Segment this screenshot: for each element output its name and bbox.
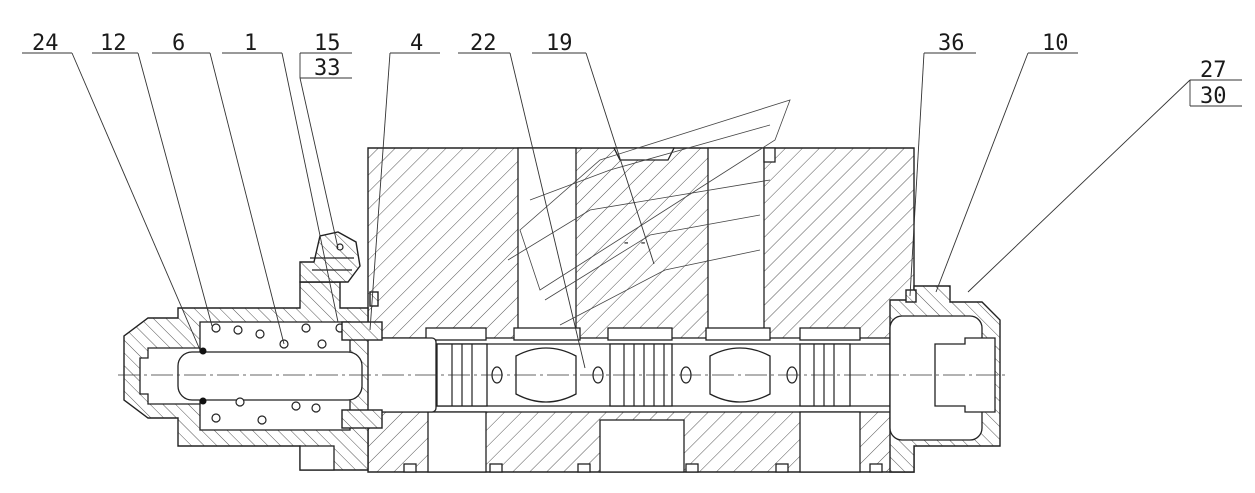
valve-body bbox=[355, 147, 915, 473]
callout-4: 4 bbox=[410, 31, 423, 56]
construction-lines: - - bbox=[507, 99, 791, 326]
callout-labels: 24 12 6 1 15 33 4 22 19 36 10 27 30 bbox=[32, 31, 1227, 109]
spool bbox=[355, 337, 936, 413]
callout-33: 33 bbox=[314, 56, 341, 81]
leader-lines bbox=[22, 52, 1242, 369]
callout-27: 27 bbox=[1200, 58, 1227, 83]
callout-30: 30 bbox=[1200, 84, 1227, 109]
left-spring-housing bbox=[123, 231, 383, 471]
callout-24: 24 bbox=[32, 31, 59, 56]
callout-10: 10 bbox=[1042, 31, 1069, 56]
callout-1: 1 bbox=[244, 31, 257, 56]
right-end-cap bbox=[889, 285, 1001, 473]
svg-text:- -: - - bbox=[622, 235, 647, 251]
callout-12: 12 bbox=[100, 31, 127, 56]
callout-22: 22 bbox=[470, 31, 497, 56]
callout-6: 6 bbox=[172, 31, 185, 56]
callout-15: 15 bbox=[314, 31, 341, 56]
callout-36: 36 bbox=[938, 31, 965, 56]
callout-19: 19 bbox=[546, 31, 573, 56]
